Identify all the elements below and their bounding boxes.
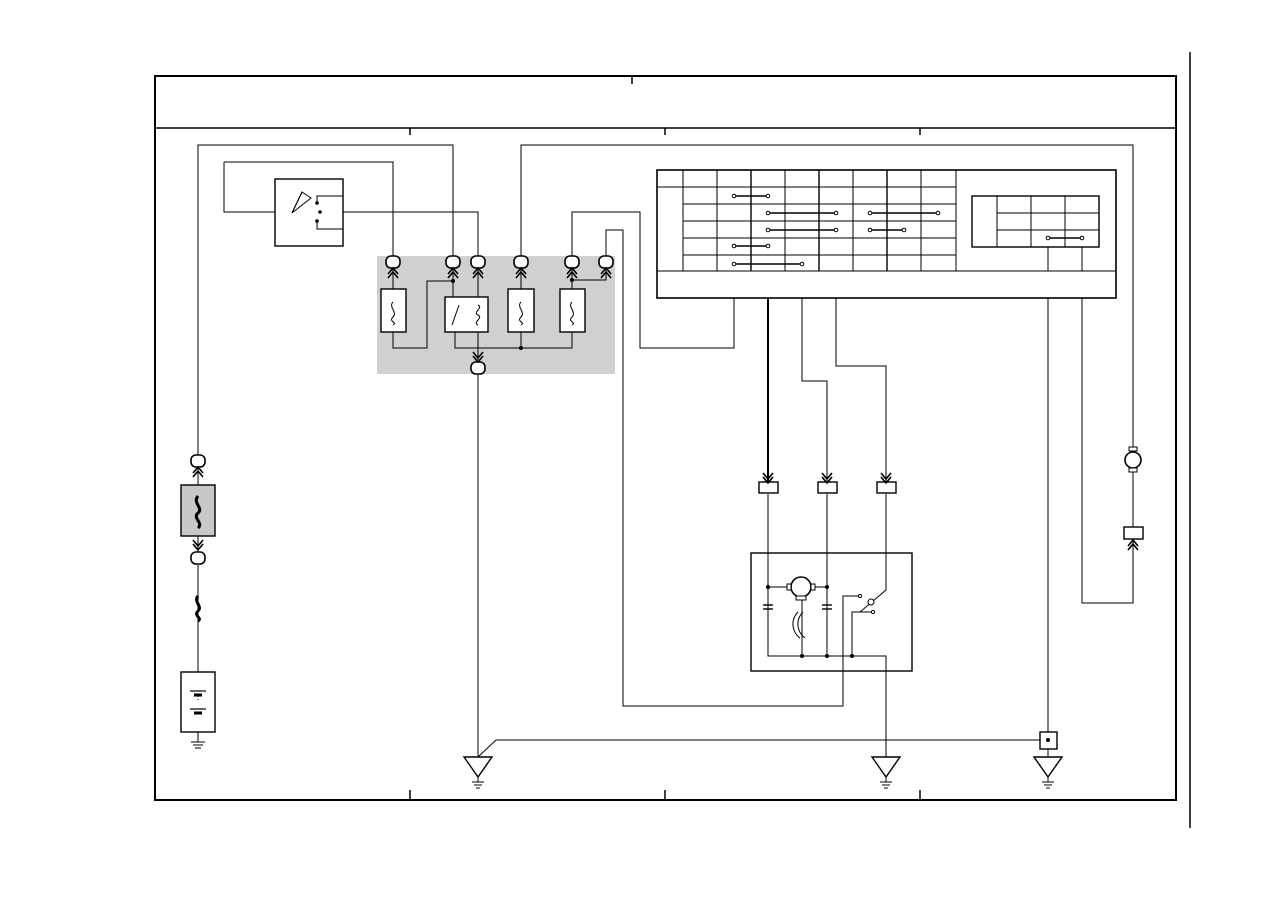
ground-splice	[1039, 731, 1058, 750]
motor-connectors	[758, 472, 897, 494]
battery-icon	[180, 671, 216, 749]
main-fuse-link	[180, 484, 216, 623]
outer-frame	[154, 52, 1191, 828]
relay-box	[377, 256, 615, 374]
washer-motor	[1123, 446, 1144, 551]
ignition-switch	[274, 178, 344, 247]
combination-switch	[656, 169, 1117, 299]
wiper-motor	[750, 552, 913, 672]
thick-wires	[767, 298, 769, 482]
ground-icons	[463, 756, 1063, 789]
relay	[444, 296, 489, 333]
junction-dots	[451, 278, 574, 350]
